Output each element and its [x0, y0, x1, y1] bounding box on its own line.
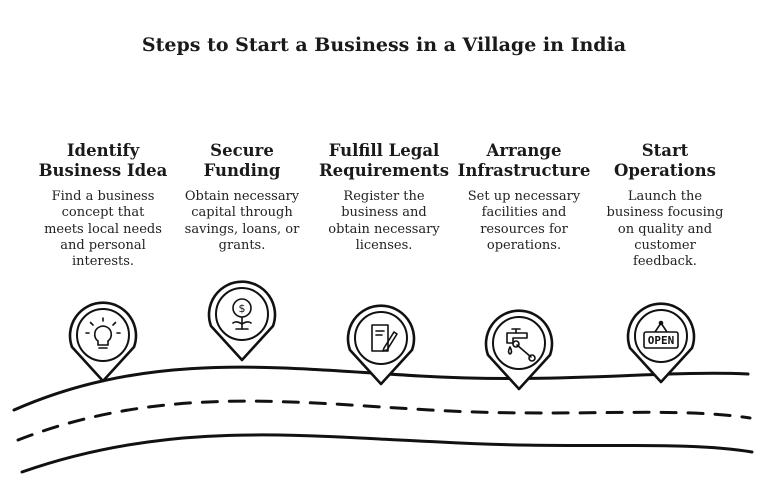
step-5-title: Start Operations: [590, 141, 740, 181]
step-4-title: Arrange Infrastructure: [449, 141, 599, 181]
money-plant-icon: $: [232, 298, 252, 330]
road-center-line: [16, 399, 752, 442]
step-3: Fulfill Legal Requirements Register the …: [309, 141, 459, 254]
step-2-description: Obtain necessary capital through savings…: [184, 189, 300, 253]
step-1-title-line1: Identify: [66, 141, 140, 160]
step-1-title: Identify Business Idea: [28, 141, 178, 181]
open-sign-text: OPEN: [648, 334, 675, 347]
step-2-title: Secure Funding: [167, 141, 317, 181]
step-3-title-line2: Requirements: [318, 161, 450, 180]
step-4-pin: [484, 309, 554, 391]
document-pen-icon: [371, 324, 398, 352]
step-4-title-line1: Arrange: [486, 141, 562, 160]
step-4-title-line2: Infrastructure: [457, 161, 591, 180]
svg-text:$: $: [239, 302, 246, 315]
step-2: Secure Funding Obtain necessary capital …: [167, 141, 317, 254]
step-3-pin: [346, 304, 416, 386]
lightbulb-icon: [85, 317, 121, 349]
step-5: Start Operations Launch the business foc…: [590, 141, 740, 270]
step-1: Identify Business Idea Find a business c…: [28, 141, 178, 270]
step-2-title-line2: Funding: [203, 161, 281, 180]
step-3-description: Register the business and obtain necessa…: [328, 189, 440, 253]
step-2-pin: $: [207, 280, 277, 362]
step-1-title-line2: Business Idea: [38, 161, 168, 180]
faucet-wrench-icon: [506, 328, 536, 362]
step-5-title-line2: Operations: [614, 161, 716, 180]
step-1-pin: [68, 301, 138, 383]
road-bottom-edge: [20, 433, 754, 474]
step-2-title-line1: Secure: [210, 141, 274, 160]
step-3-title-line1: Fulfill Legal: [328, 141, 440, 160]
step-3-title: Fulfill Legal Requirements: [309, 141, 459, 181]
open-sign-icon: OPEN: [643, 320, 679, 349]
step-1-description: Find a business concept that meets local…: [44, 189, 162, 270]
step-5-pin: OPEN: [626, 302, 696, 384]
page-title: Steps to Start a Business in a Village i…: [141, 34, 627, 56]
step-5-title-line1: Start: [641, 141, 689, 160]
step-5-description: Launch the business focusing on quality …: [606, 189, 724, 270]
step-4-description: Set up necessary facilities and resource…: [467, 189, 581, 253]
step-4: Arrange Infrastructure Set up necessary …: [449, 141, 599, 254]
